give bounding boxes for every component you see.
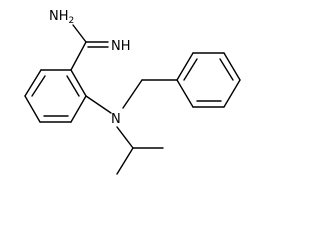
- benzene-ring-right: [176, 52, 241, 108]
- amidine-group: [70, 24, 109, 71]
- bond-n-ch2: [122, 79, 143, 109]
- ring-right-inner-bond-c: [183, 58, 198, 81]
- amine-n-label: N: [111, 112, 121, 127]
- bond-n-ch: [116, 126, 134, 149]
- ring-left-bond-6: [70, 69, 87, 97]
- bond-amidine-c-ring: [70, 41, 87, 71]
- ring-right-bond-3: [223, 79, 241, 108]
- benzene-ring-left: [24, 69, 87, 123]
- bond-ring-to-n: [85, 95, 112, 114]
- molecule-structure-drawing: NH2 NH N: [24, 9, 241, 175]
- ring-left-bond-3: [24, 95, 41, 123]
- ring-right-bond-6: [176, 52, 194, 81]
- bond-ch-methyl-left: [116, 147, 134, 175]
- ring-right-inner-bond-b: [219, 58, 234, 81]
- ring-right-bond-4: [223, 52, 241, 81]
- ring-right-bond-1: [176, 79, 194, 108]
- ring-left-bond-2: [24, 69, 42, 97]
- imine-nh-label: NH: [111, 39, 131, 54]
- isopropyl-group: [116, 126, 164, 175]
- nh2-label: NH2: [49, 9, 74, 26]
- bond-amidine-c-nh2: [72, 24, 87, 43]
- ring-left-inner-bond-a: [31, 75, 46, 97]
- ring-left-inner-bond-c: [66, 75, 80, 97]
- ring-left-bond-5: [70, 95, 87, 123]
